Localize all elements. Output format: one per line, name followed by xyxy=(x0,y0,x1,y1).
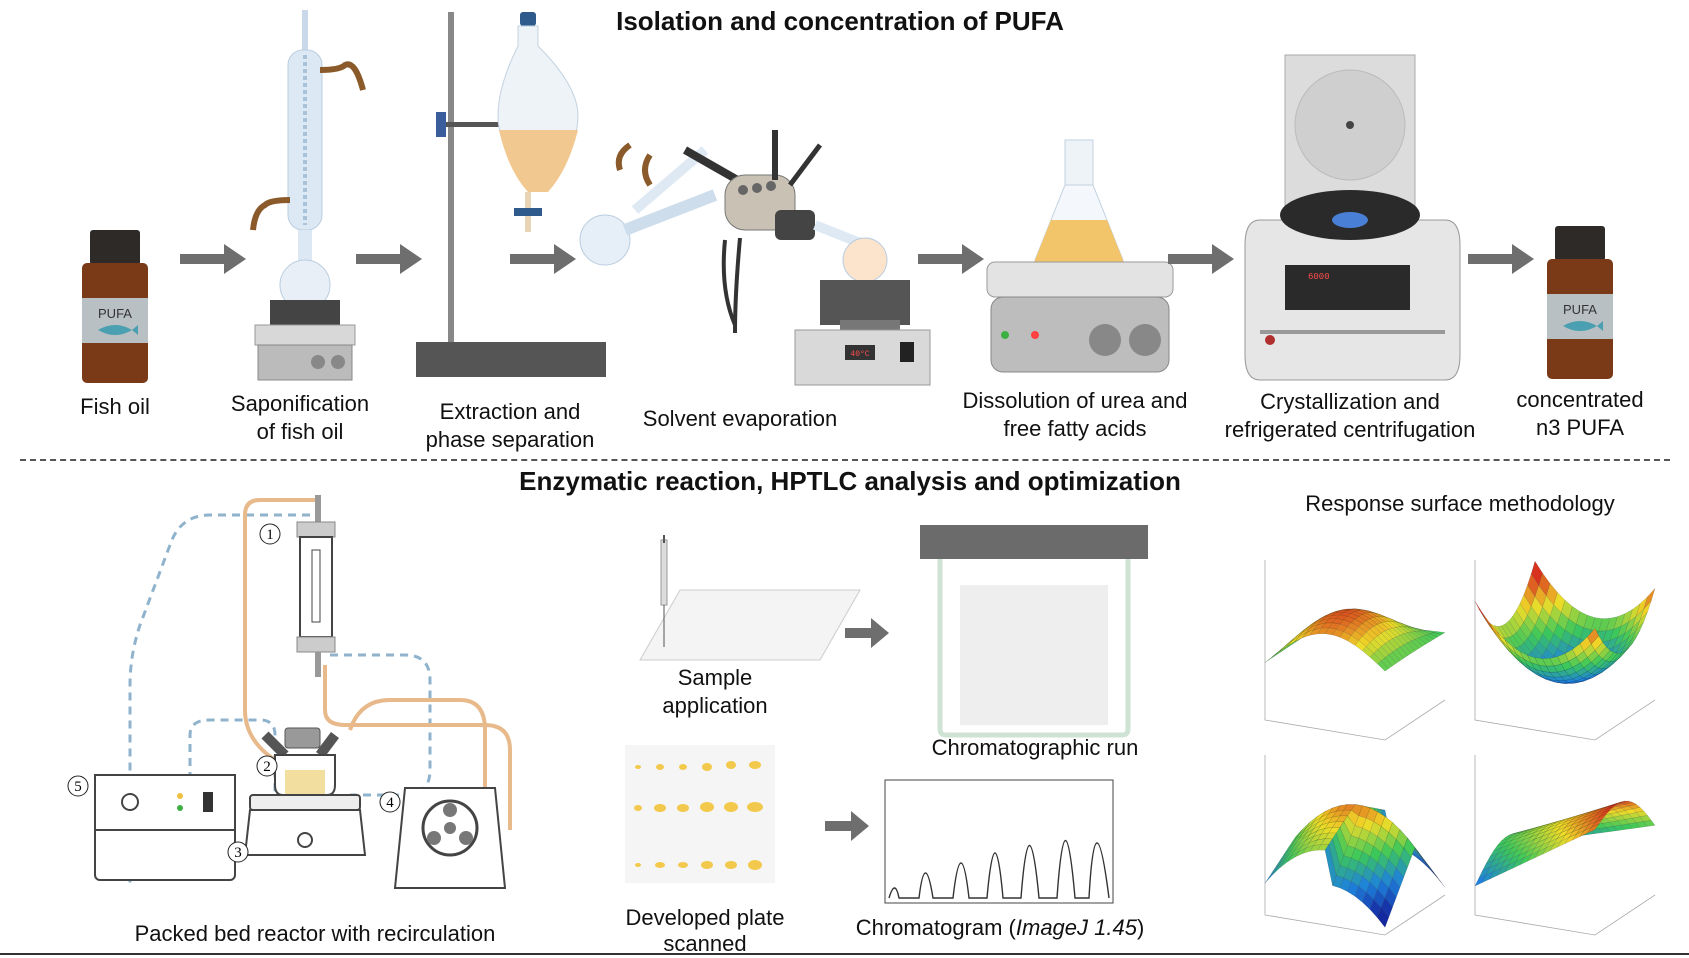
rsm-surface-patch xyxy=(1586,823,1600,834)
top-section-title: Isolation and concentration of PUFA xyxy=(616,6,1064,36)
rsm-surface-patch xyxy=(1377,907,1389,928)
bottom-rule xyxy=(0,953,1689,955)
label-concentrated-1: concentrated xyxy=(1516,387,1644,412)
rsm-surface-patch xyxy=(1403,642,1416,654)
packed-bed-reactor-diagram: 1 2 3 4 5 xyxy=(67,495,512,889)
reactor-number-2: 2 xyxy=(263,759,271,775)
section-divider xyxy=(20,459,1670,461)
rsm-surface-patch xyxy=(1264,869,1277,884)
rsm-surface-patch xyxy=(1384,887,1397,908)
right-arrow-icon xyxy=(1168,244,1234,274)
rsm-surface-patch xyxy=(1598,809,1611,818)
centrifuge-display: 6000 xyxy=(1308,272,1330,282)
centrifuge-icon: 6000 xyxy=(1244,54,1461,381)
rsm-surface-patch xyxy=(1643,819,1656,827)
pump-icon xyxy=(427,803,473,845)
separatory-funnel-icon xyxy=(416,12,606,377)
fish-oil-bottle-icon: PUFA xyxy=(82,230,148,383)
rsm-surface-patch xyxy=(1399,644,1412,657)
response-surface-plots xyxy=(1264,560,1656,936)
label-dissolution-1: Dissolution of urea and xyxy=(962,388,1188,413)
label-extraction-1: Extraction and xyxy=(439,399,581,424)
label-extraction-2: phase separation xyxy=(425,427,595,452)
fish-icon xyxy=(1563,321,1603,331)
label-chromatographic: Chromatographic run xyxy=(931,735,1139,760)
reactor-number-3: 3 xyxy=(234,845,242,861)
rsm-surface-patch xyxy=(1392,867,1404,888)
label-fish-oil: Fish oil xyxy=(80,394,150,419)
bottom-section-title: Enzymatic reaction, HPTLC analysis and o… xyxy=(519,466,1181,496)
rsm-surface-patch xyxy=(1624,802,1637,807)
rsm-surface-patch xyxy=(1388,651,1401,664)
condenser-icon xyxy=(250,10,366,381)
rsm-surface-patch xyxy=(1381,897,1393,918)
label-evaporation: Solvent evaporation xyxy=(642,406,838,431)
rsm-surface-patch xyxy=(1377,660,1390,672)
right-arrow-icon xyxy=(1468,244,1534,274)
label-rsm: Response surface methodology xyxy=(1305,491,1615,516)
chromatography-chamber-icon xyxy=(920,525,1148,738)
rsm-surface-patch xyxy=(1587,628,1599,645)
right-arrow-icon xyxy=(845,618,889,648)
rsm-surface-4 xyxy=(1474,755,1656,936)
rsm-surface-patch xyxy=(1433,631,1446,635)
flask-icon xyxy=(986,139,1174,373)
rsm-surface-patch xyxy=(1429,632,1442,638)
right-arrow-icon xyxy=(825,811,869,841)
rsm-surface-patch xyxy=(1422,634,1435,642)
label-reactor: Packed bed reactor with recirculation xyxy=(134,921,496,946)
rsm-surface-patch xyxy=(1474,601,1487,621)
label-sample-2: application xyxy=(662,693,768,718)
label-saponification-2: of fish oil xyxy=(256,419,344,444)
label-sample-1: Sample xyxy=(677,665,753,690)
rsm-surface-1 xyxy=(1264,560,1446,741)
rotary-evaporator-icon: 40°C xyxy=(579,130,931,386)
sample-application-icon xyxy=(639,535,861,661)
reactor-number-4: 4 xyxy=(386,795,394,811)
chromatogram-suffix: ) xyxy=(1136,915,1145,940)
rsm-surface-patch xyxy=(1425,633,1438,640)
chromatogram-prefix: Chromatogram ( xyxy=(855,915,1016,940)
right-arrow-icon xyxy=(510,244,576,274)
fish-icon xyxy=(98,325,138,335)
reactor-number-1: 1 xyxy=(266,527,274,543)
label-concentrated-2: n3 PUFA xyxy=(1535,415,1625,440)
rsm-surface-patch xyxy=(1482,612,1494,631)
rsm-surface-patch xyxy=(1396,857,1408,878)
concentrated-bottle-icon: PUFA xyxy=(1547,226,1613,379)
chromatogram-software: ImageJ 1.45 xyxy=(1015,915,1137,940)
rsm-surface-patch xyxy=(1590,818,1604,829)
label-chromatogram: Chromatogram (ImageJ 1.45) xyxy=(840,914,1160,942)
rsm-surface-patch xyxy=(1635,810,1648,817)
rsm-surface-2 xyxy=(1474,560,1656,741)
rsm-surface-patch xyxy=(1399,847,1412,868)
rsm-surface-patch xyxy=(1388,877,1401,898)
label-crystallization-1: Crystallization and xyxy=(1260,389,1440,414)
label-saponification-1: Saponification xyxy=(230,391,370,416)
label-developed-2: scanned xyxy=(663,931,747,956)
label-dissolution-2: free fatty acids xyxy=(1003,416,1147,441)
bottle-label-right: PUFA xyxy=(1563,302,1597,317)
bottle-label-left: PUFA xyxy=(98,306,132,321)
rsm-surface-3 xyxy=(1264,755,1446,936)
rsm-surface-patch xyxy=(1403,837,1416,858)
label-crystallization-2: refrigerated centrifugation xyxy=(1224,417,1476,442)
chromatogram-plot xyxy=(884,779,1114,904)
right-arrow-icon xyxy=(356,244,422,274)
label-developed-1: Developed plate xyxy=(625,905,785,930)
rsm-surface-patch xyxy=(1609,801,1622,807)
reactor-number-5: 5 xyxy=(74,779,82,795)
right-arrow-icon xyxy=(180,244,246,274)
developed-plate-icon xyxy=(625,745,775,883)
rsm-surface-patch xyxy=(1410,639,1423,649)
svg-text:40°C: 40°C xyxy=(850,350,869,359)
rsm-surface-patch xyxy=(1414,637,1427,647)
right-arrow-icon xyxy=(918,244,984,274)
